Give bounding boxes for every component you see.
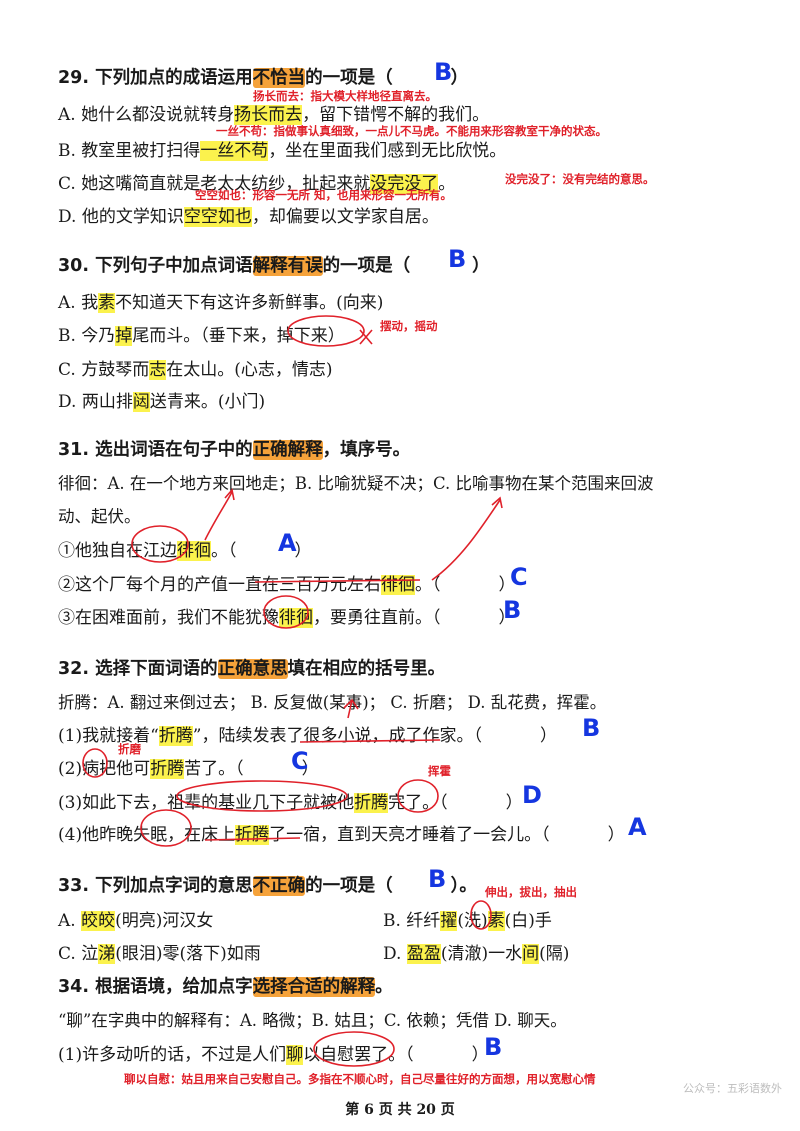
watermark: 公众号：五彩语数外 bbox=[683, 1082, 782, 1095]
q32-definition: 折腾：A. 翻过来倒过去； B. 反复做(某事)； C. 折磨； D. 乱花费，… bbox=[58, 693, 607, 712]
q32-answer-1: B bbox=[582, 714, 601, 742]
q34-definition: “聊”在字典中的解释有：A. 略微；B. 姑且；C. 依赖；凭借 D. 聊天。 bbox=[58, 1011, 567, 1030]
q31-sentence-2: ②这个厂每个月的产值一直在三百万元左右徘徊。（） bbox=[58, 575, 516, 595]
q32-answer-4: A bbox=[628, 813, 647, 841]
q33-answer: B bbox=[428, 865, 447, 893]
q29-answer: B bbox=[434, 58, 453, 86]
arrow-mark bbox=[431, 496, 503, 581]
q34-sentence-1: (1)许多动听的话，不过是人们聊以自慰罢了。（） bbox=[58, 1045, 489, 1065]
q34-title: 34. 根据语境，给加点字选择合适的解释。 bbox=[58, 977, 393, 997]
q31-definition: 徘徊：A. 在一个地方来回地走；B. 比喻犹疑不决；C. 比喻事物在某个范围来回… bbox=[58, 474, 654, 493]
q31-title: 31. 选出词语在句子中的正确解释，填序号。 bbox=[58, 440, 411, 460]
q30-option-b: B. 今乃掉尾而斗。（垂下来，掉下来） bbox=[58, 326, 345, 346]
q30-answer: B bbox=[448, 245, 467, 273]
q32-sentence-4: (4)他昨晚失眠，在床上折腾了一宿，直到天亮才睡着了一会儿。（） bbox=[58, 825, 625, 845]
q31-definition-cont: 动、起伏。 bbox=[58, 507, 141, 526]
q32-answer-3: D bbox=[522, 781, 542, 809]
q31-answer-1: A bbox=[278, 529, 297, 557]
q31-sentence-1: ①他独自在江边徘徊。（） bbox=[58, 541, 312, 561]
q29-title: 29. 下列加点的成语运用不恰当的一项是（） bbox=[58, 68, 469, 88]
q29-note-a: 扬长而去：指大模大样地径直离去。 bbox=[253, 89, 437, 103]
q33-note: 伸出，拔出，抽出 bbox=[485, 885, 577, 899]
q30-option-c: C. 方鼓琴而志在太山。(心志，情志) bbox=[58, 360, 333, 380]
q30-title: 30. 下列句子中加点词语解释有误的一项是（） bbox=[58, 256, 490, 276]
q29-option-b: B. 教室里被打扫得一丝不苟，坐在里面我们感到无比欣悦。 bbox=[58, 141, 507, 161]
q31-answer-3: B bbox=[503, 596, 522, 624]
q34-answer-1: B bbox=[484, 1033, 503, 1061]
q32-note-3: 挥霍 bbox=[428, 764, 451, 778]
cross-mark bbox=[359, 329, 373, 345]
q29-option-a: A. 她什么都没说就转身扬长而去，留下错愕不解的我们。 bbox=[58, 105, 490, 125]
q30-option-a: A. 我素不知道天下有这许多新鲜事。(向来) bbox=[58, 293, 384, 313]
q33-option-d: D. 盈盈(清澈)一水间(隔) bbox=[383, 944, 570, 964]
q29-note-c: 没完没了：没有完结的意思。 bbox=[505, 172, 655, 186]
q29-option-d: D. 他的文学知识空空如也，却偏要以文学家自居。 bbox=[58, 207, 439, 227]
q29-option-c: C. 她这嘴简直就是老太太纺纱，扯起来就没完没了。 bbox=[58, 174, 456, 194]
q33-option-c: C. 泣涕(眼泪)零(落下)如雨 bbox=[58, 944, 261, 964]
page-footer: 第 6 页 共 20 页 bbox=[345, 1102, 455, 1118]
q33-option-b: B. 纤纤擢(洗)素(白)手 bbox=[383, 911, 552, 931]
q32-answer-2: C bbox=[291, 747, 309, 775]
q32-note-2: 折磨 bbox=[118, 742, 141, 756]
q32-sentence-3: (3)如此下去，祖辈的基业几下子就被他折腾完了。（） bbox=[58, 793, 523, 813]
q29-note-b: 一丝不苟：指做事认真细致，一点儿不马虎。不能用来形容教室干净的状态。 bbox=[216, 124, 607, 138]
q31-sentence-3: ③在困难面前，我们不能犹豫徘徊，要勇往直前。（） bbox=[58, 608, 516, 628]
q33-option-a: A. 皎皎(明亮)河汉女 bbox=[58, 911, 214, 931]
q29-note-d: 空空如也：形容一无所 知，也用来形容一无所有。 bbox=[195, 188, 453, 202]
q33-title: 33. 下列加点字词的意思不正确的一项是（）。 bbox=[58, 876, 477, 896]
arrow-mark bbox=[204, 488, 235, 541]
q31-answer-2: C bbox=[510, 563, 528, 591]
q32-sentence-2: (2)病把他可折腾苦了。（） bbox=[58, 759, 319, 779]
q30-option-d: D. 两山排闼送青来。(小门) bbox=[58, 392, 266, 412]
q30-note-b: 摆动，摇动 bbox=[380, 319, 438, 333]
q32-title: 32. 选择下面词语的正确意思填在相应的括号里。 bbox=[58, 659, 446, 679]
q34-note: 聊以自慰：姑且用来自己安慰自己。多指在不顺心时，自己尽量往好的方面想，用以宽慰心… bbox=[124, 1072, 596, 1086]
